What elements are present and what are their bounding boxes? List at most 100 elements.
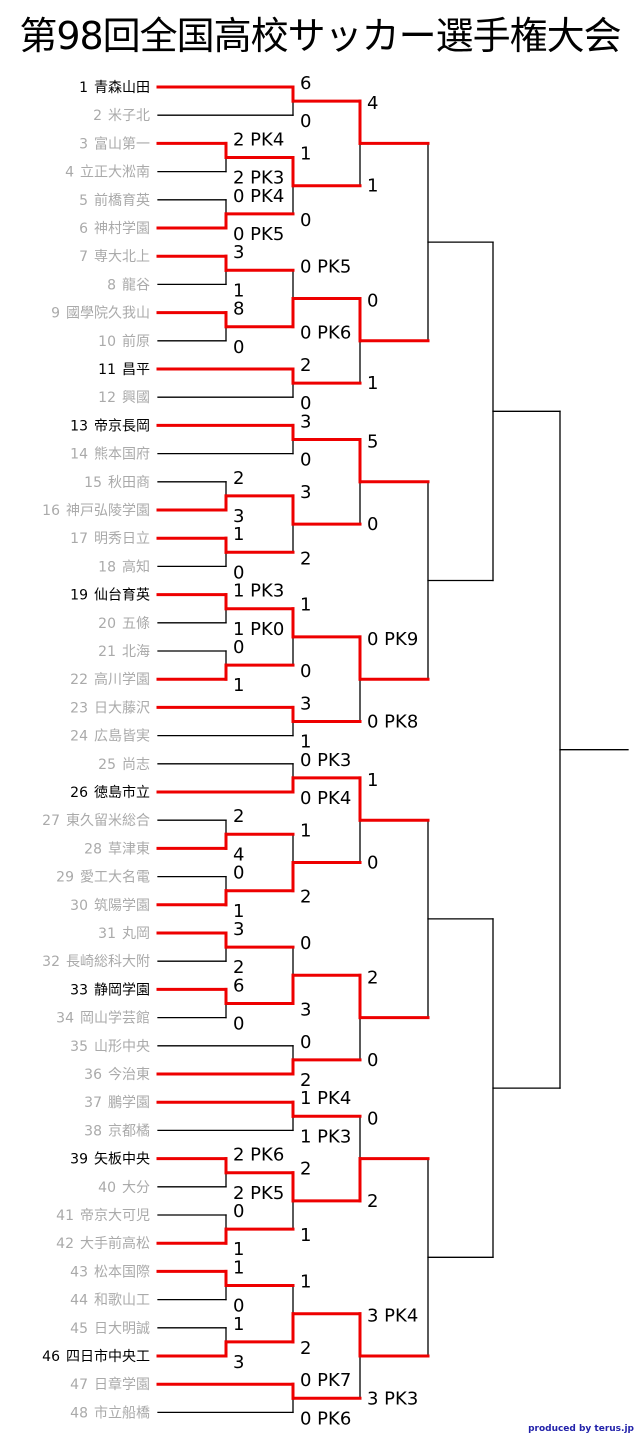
r2-score-a: 2 (300, 1159, 311, 1180)
r2-score-a: 1 (300, 595, 311, 616)
r2-score-a: 2 (300, 355, 311, 376)
r3-score-b: 3 PK3 (367, 1388, 418, 1409)
team-name: 帝京大可児 (80, 1208, 150, 1224)
r2-score-a: 6 (300, 73, 311, 94)
r3-score-b: 0 PK8 (367, 712, 418, 733)
r2-match-1: 10 (300, 144, 311, 231)
r1-match-14: 10 (233, 1257, 244, 1316)
team-name: 今治東 (108, 1067, 150, 1083)
r3-score-a: 0 PK9 (367, 629, 418, 650)
team-seed: 16 (42, 503, 60, 519)
team-entry: 29 愛工大名電 (56, 870, 150, 886)
r2-match-3: 20 (300, 355, 311, 414)
team-name: 大手前高松 (80, 1235, 150, 1252)
team-name: 広島皆実 (94, 729, 150, 745)
team-name: 秋田商 (108, 475, 150, 491)
r3-score-b: 2 (367, 1191, 378, 1212)
r3-score-b: 0 (367, 514, 378, 535)
team-name: 愛工大名電 (80, 870, 150, 886)
team-seed: 40 (98, 1180, 116, 1196)
r2-match-14: 12 (300, 1272, 311, 1359)
team-name: 昌平 (122, 362, 150, 378)
team-name: 徳島市立 (94, 784, 150, 801)
r2-score-a: 0 PK7 (300, 1370, 351, 1391)
team-entry: 26 徳島市立 (70, 784, 150, 801)
team-seed: 32 (42, 954, 60, 970)
credit-text: produced by terus.jp (528, 1424, 634, 1434)
team-name: 山形中央 (94, 1039, 150, 1055)
team-seed: 27 (42, 813, 60, 829)
team-name: 岡山学芸館 (80, 1010, 150, 1027)
r3-match-3: 0 PK9 0 PK8 (367, 629, 418, 733)
r2-match-10: 03 (300, 933, 311, 1020)
r2-score-b: 3 (300, 1000, 311, 1021)
r3-score-b: 0 (367, 853, 378, 874)
r2-match-9: 12 (300, 820, 311, 907)
team-name: 米子北 (108, 108, 150, 124)
r2-score-a: 1 (300, 144, 311, 165)
r1-match-3: 80 (233, 299, 244, 358)
r1-match-10: 32 (233, 919, 244, 978)
team-seed: 26 (70, 785, 88, 801)
team-seed: 4 (65, 165, 74, 181)
team-entry: 16 神戸弘陵学園 (42, 503, 150, 519)
r1-match-14-score-a: 1 (233, 1257, 244, 1278)
team-name: 前原 (122, 333, 150, 350)
r1-match-1-score-a: 0 PK4 (233, 186, 284, 207)
team-name: 富山第一 (94, 135, 150, 152)
team-name: 専大北上 (94, 249, 150, 265)
team-seed: 19 (70, 588, 88, 604)
r3-score-a: 4 (367, 93, 378, 114)
r2-score-b: 0 (300, 661, 311, 682)
r2-score-b: 2 (300, 1070, 311, 1091)
r1-match-6-score-a: 1 PK3 (233, 581, 284, 602)
r1-match-11-score-b: 0 (233, 1014, 244, 1035)
team-seed: 29 (56, 870, 74, 886)
team-seed: 41 (56, 1208, 74, 1224)
team-seed: 8 (107, 277, 116, 293)
team-name: 神戸弘陵学園 (66, 503, 150, 519)
r1-match-5-score-b: 0 (233, 562, 244, 583)
r1-match-2-score-b: 1 (233, 280, 244, 301)
team-seed: 17 (70, 531, 88, 547)
r3-score-a: 2 (367, 967, 378, 988)
r1-match-11-score-a: 6 (233, 975, 244, 996)
r2-score-b: 0 (300, 111, 311, 132)
r2-score-b: 0 PK6 (300, 1408, 351, 1429)
r1-match-3-score-a: 8 (233, 299, 244, 320)
r1-match-0-score-a: 2 PK4 (233, 129, 284, 150)
team-seed: 33 (70, 982, 88, 998)
team-seed: 1 (79, 80, 88, 96)
r1-match-2: 31 (233, 242, 244, 301)
r3-score-a: 0 (367, 291, 378, 312)
team-seed: 21 (98, 644, 116, 660)
r3-match-5: 20 (367, 967, 378, 1071)
